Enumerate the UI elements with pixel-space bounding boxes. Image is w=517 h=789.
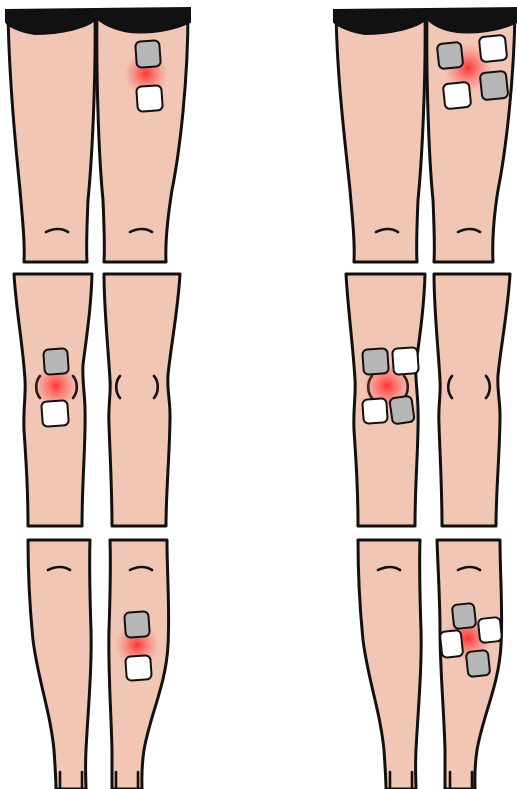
left-thigh (336, 12, 425, 262)
electrode-pad-grey (389, 396, 414, 425)
panel-knee-four-pads (346, 274, 510, 526)
electrode-pad-grey (43, 348, 69, 375)
electrode-pad-white (362, 398, 388, 424)
electrode-pad-grey (135, 40, 161, 68)
panel-calf-two-pads (28, 540, 169, 789)
electrode-pad-white (478, 617, 502, 643)
electrode-pad-white (440, 630, 464, 658)
electrode-pad-white (392, 347, 419, 375)
electrode-pad-white (41, 400, 69, 427)
electrode-pad-white (136, 85, 163, 112)
left-calf (358, 540, 421, 789)
electrode-pad-white (125, 655, 152, 681)
left-calf (28, 540, 91, 789)
panel-knee-two-pads (14, 274, 180, 526)
electrode-pad-white (479, 35, 507, 63)
left-thigh (8, 12, 95, 262)
right-leg-knee (104, 274, 180, 526)
panel-thigh-two-pads (6, 8, 190, 262)
electrode-pad-grey (437, 42, 463, 69)
electrode-pad-grey (452, 603, 476, 629)
electrode-pad-grey (124, 611, 150, 638)
electrode-pad-grey (362, 348, 389, 375)
electrode-pad-grey (466, 650, 490, 677)
electrode-pad-white (443, 82, 471, 110)
panel-calf-four-pads (358, 540, 502, 789)
panel-thigh-four-pads (334, 8, 517, 262)
right-leg-knee (434, 274, 510, 526)
electrode-pad-grey (480, 71, 509, 101)
